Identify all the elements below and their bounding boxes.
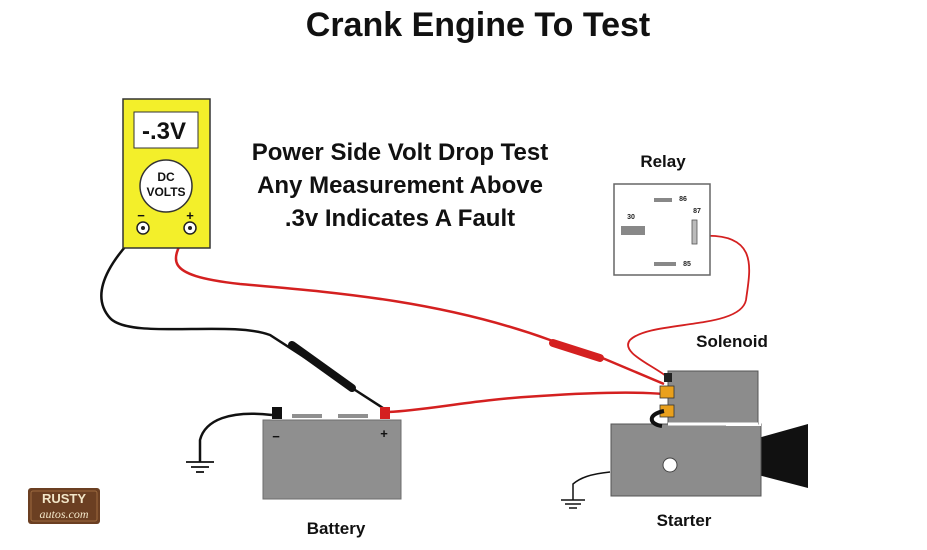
- battery-top-cap-left: [292, 414, 322, 418]
- red-probe-wire: [599, 355, 665, 386]
- battery: − +: [262, 407, 402, 500]
- rustyautos-logo: RUSTY autos.com: [28, 488, 100, 524]
- starter-motor: [610, 423, 762, 497]
- diagram-title: Crank Engine To Test: [306, 6, 650, 44]
- battery-positive-symbol: +: [380, 426, 388, 441]
- logo-background: [28, 488, 100, 524]
- caption-line-2: Any Measurement Above: [257, 172, 543, 199]
- multimeter-negative-symbol: −: [137, 208, 145, 223]
- solenoid-label: Solenoid: [696, 332, 768, 351]
- battery-ground-wire: [198, 412, 273, 462]
- logo-text-bottom: autos.com: [40, 507, 89, 521]
- multimeter-reading: -.3V: [142, 118, 186, 145]
- relay-pin-85: [654, 262, 676, 266]
- multimeter-mode-volts: VOLTS: [146, 185, 185, 199]
- relay-pin-86-label: 86: [679, 196, 687, 203]
- solenoid-body: [667, 370, 759, 425]
- multimeter: -.3V DC VOLTS − +: [122, 98, 211, 249]
- caption-line-3: .3v Indicates A Fault: [285, 205, 515, 232]
- battery-ground-symbol: [186, 461, 214, 473]
- starter-drive-nose: [758, 424, 808, 488]
- red-probe: [549, 339, 604, 362]
- test-caption: Power Side Volt Drop Test Any Measuremen…: [252, 139, 548, 232]
- black-test-lead: [100, 227, 353, 390]
- caption-line-1: Power Side Volt Drop Test: [252, 139, 548, 166]
- battery-top-cap-right: [338, 414, 368, 418]
- relay-pin-30-label: 30: [627, 214, 635, 221]
- starter-ground-wire: [572, 471, 611, 500]
- starter-label: Starter: [657, 511, 712, 530]
- battery-body: [262, 419, 402, 500]
- red-test-lead: [174, 227, 601, 359]
- starter-ground-symbol: [561, 499, 585, 509]
- relay: 86 87 30 85: [613, 183, 711, 276]
- logo-text-top: RUSTY: [42, 491, 86, 506]
- black-probe-wire: [351, 386, 387, 412]
- battery-positive-post: [380, 407, 390, 419]
- solenoid-trigger-terminal: [664, 373, 672, 382]
- starter-mount-hole: [662, 457, 678, 473]
- battery-negative-symbol: −: [272, 429, 280, 444]
- battery-negative-post: [272, 407, 282, 419]
- battery-positive-cable: [387, 391, 665, 414]
- relay-pin-85-label: 85: [683, 261, 691, 268]
- multimeter-dial: [139, 159, 193, 213]
- solenoid-strap: [649, 409, 665, 428]
- relay-trigger-wire: [627, 234, 751, 377]
- multimeter-mode-dc: DC: [157, 170, 175, 184]
- black-probe: [288, 341, 356, 392]
- solenoid-battery-terminal: [659, 385, 675, 399]
- relay-pin-30: [621, 226, 645, 235]
- relay-pin-86: [654, 198, 672, 202]
- multimeter-display: [133, 111, 199, 149]
- starter-assembly: [610, 370, 808, 497]
- relay-pin-87-label: 87: [693, 208, 701, 215]
- relay-label: Relay: [640, 152, 686, 171]
- battery-label: Battery: [307, 519, 366, 538]
- multimeter-positive-symbol: +: [186, 208, 194, 223]
- relay-pin-87: [691, 219, 698, 245]
